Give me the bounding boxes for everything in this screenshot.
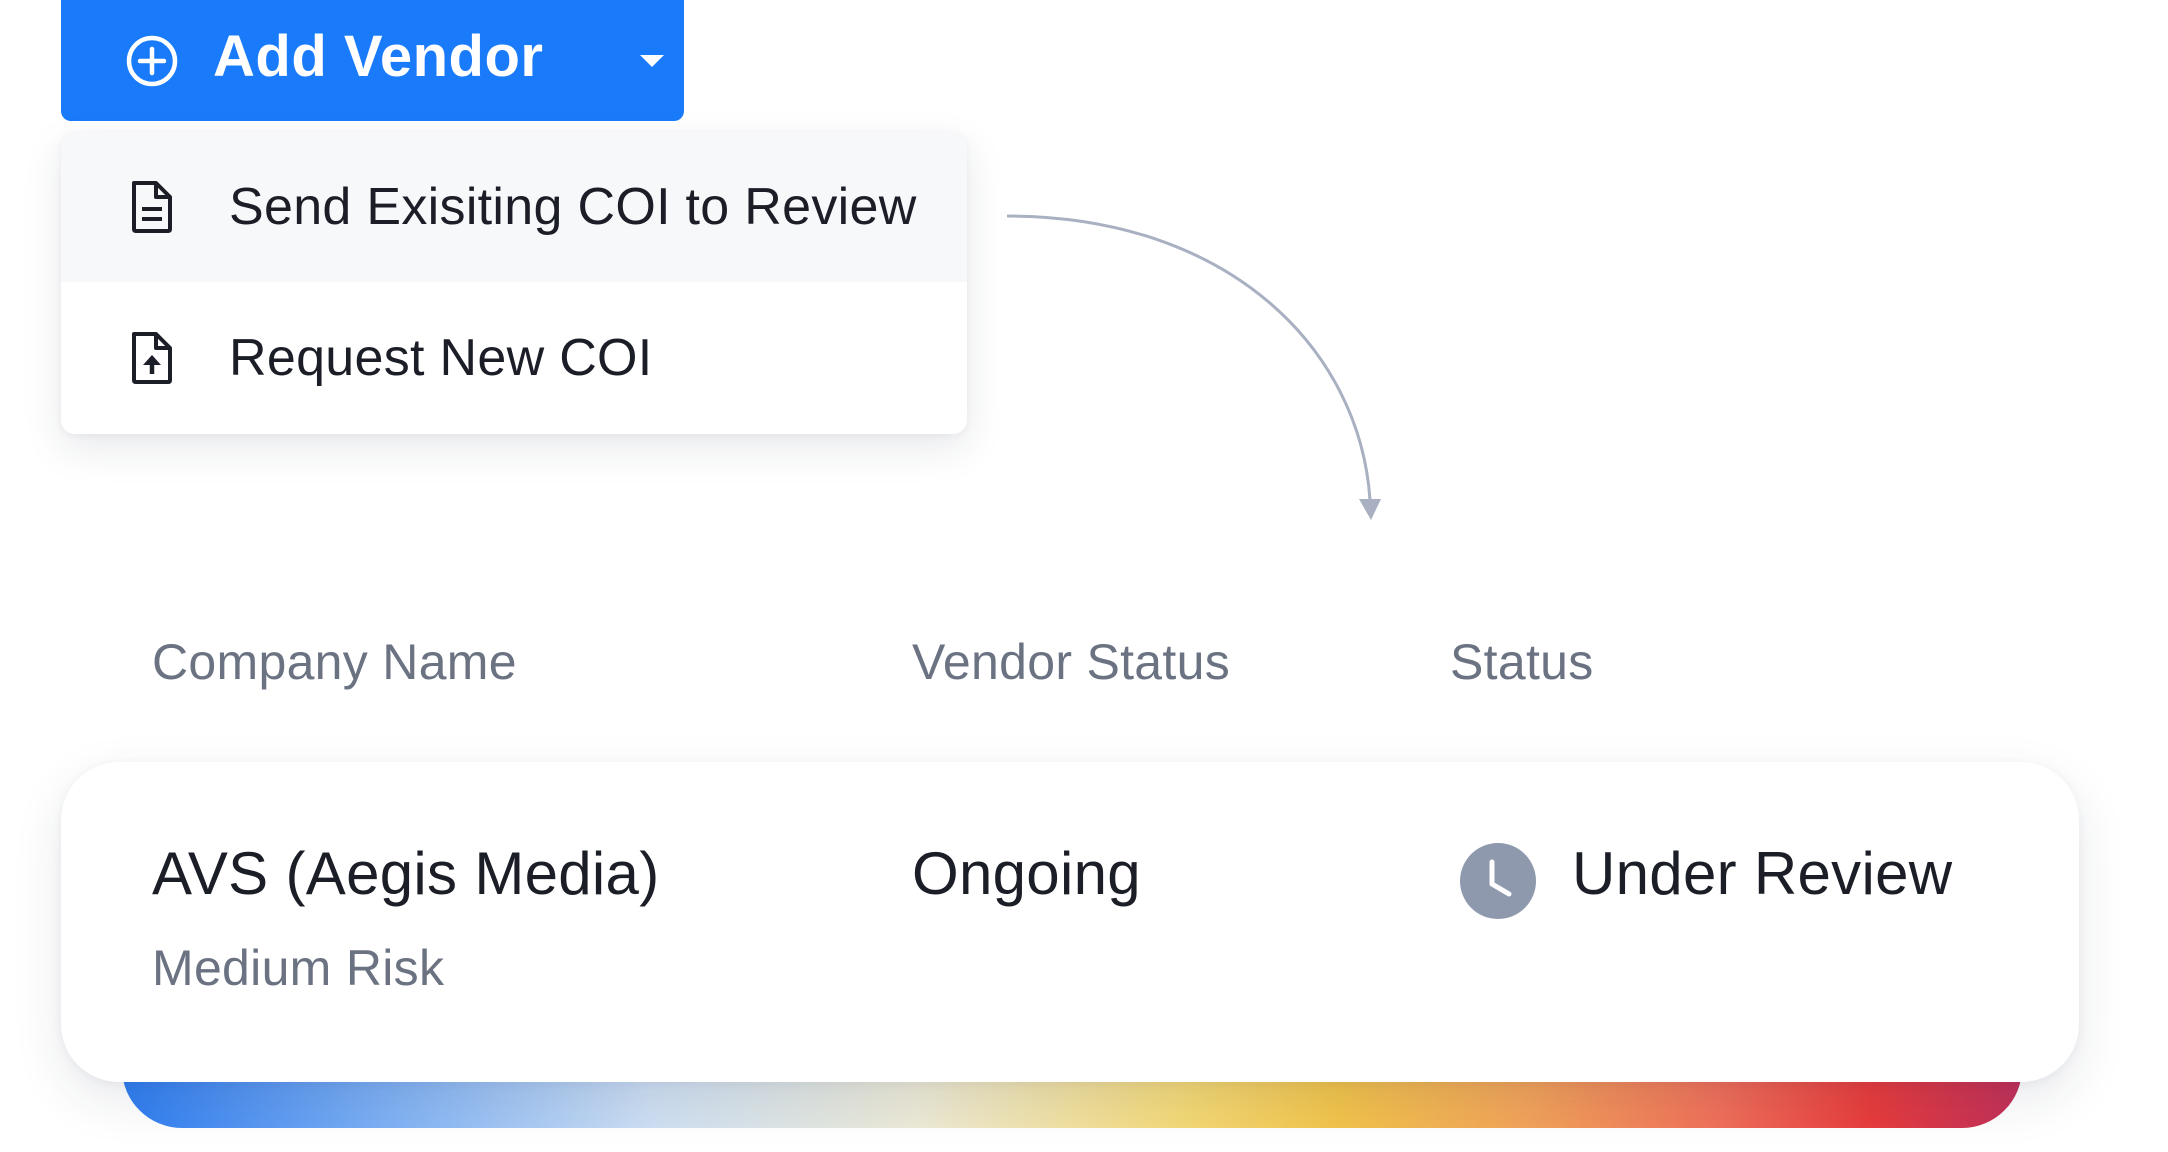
vendor-status-value: Ongoing: [912, 840, 1141, 907]
menu-item-label: Send Exisiting COI to Review: [229, 178, 917, 236]
document-upload-icon: [132, 332, 172, 384]
plus-circle-icon: [126, 35, 178, 87]
curved-arrow-icon: [1006, 214, 1381, 520]
column-header-status: Status: [1450, 634, 1594, 690]
risk-level: Medium Risk: [152, 940, 445, 996]
add-vendor-button[interactable]: Add Vendor: [61, 0, 684, 121]
add-vendor-dropdown-menu: Send Exisiting COI to Review Request New…: [61, 132, 967, 434]
table-row[interactable]: [61, 762, 2079, 1082]
menu-item-request-new-coi[interactable]: Request New COI: [61, 282, 967, 434]
status-value: Under Review: [1572, 840, 1953, 907]
caret-down-icon[interactable]: [638, 52, 666, 70]
document-icon: [132, 181, 172, 233]
column-header-company-name: Company Name: [152, 634, 517, 690]
company-name[interactable]: AVS (Aegis Media): [152, 840, 660, 907]
add-vendor-label: Add Vendor: [213, 24, 544, 89]
menu-item-send-existing-coi[interactable]: Send Exisiting COI to Review: [61, 132, 967, 282]
column-header-vendor-status: Vendor Status: [912, 634, 1231, 690]
clock-icon: [1460, 843, 1536, 919]
menu-item-label: Request New COI: [229, 329, 653, 387]
